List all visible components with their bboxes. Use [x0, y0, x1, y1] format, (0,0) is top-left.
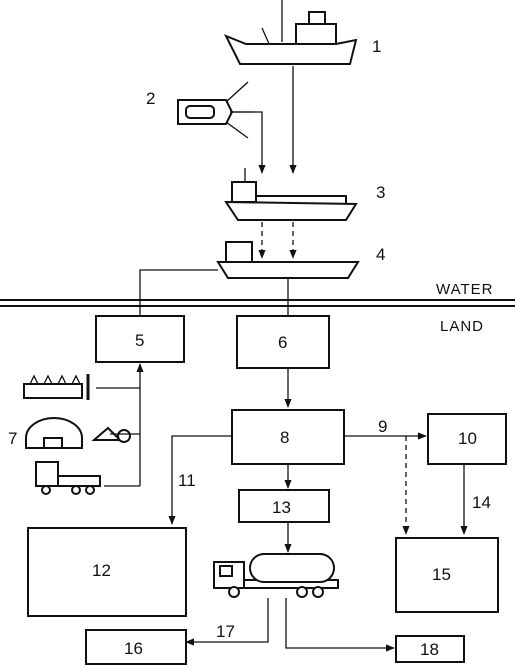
- label-15: 15: [432, 565, 451, 584]
- facility-dome-icon: [26, 418, 82, 448]
- label-13: 13: [272, 498, 291, 517]
- ship-4-icon: [218, 242, 358, 278]
- label-8: 8: [280, 428, 289, 447]
- label-18: 18: [420, 640, 439, 659]
- label-1: 1: [372, 37, 381, 56]
- small-vehicle-icon: [94, 428, 130, 442]
- ship-1-icon: [226, 0, 356, 64]
- label-2: 2: [146, 89, 155, 108]
- label-16: 16: [124, 639, 143, 658]
- label-12: 12: [92, 561, 111, 580]
- water-label: WATER: [436, 281, 494, 298]
- label-7: 7: [8, 429, 17, 448]
- tanker-truck-icon: [214, 554, 338, 597]
- label-10: 10: [458, 429, 477, 448]
- vessel-2-icon: [178, 82, 254, 138]
- land-label: LAND: [440, 318, 484, 335]
- storage-tanks-icon: [24, 374, 88, 400]
- arrow-2-to-3: [232, 112, 262, 173]
- label-9: 9: [378, 417, 387, 436]
- label-11: 11: [178, 471, 196, 490]
- label-5: 5: [135, 331, 144, 350]
- label-6: 6: [278, 333, 287, 352]
- label-4: 4: [376, 245, 385, 264]
- truck-icon: [36, 462, 100, 494]
- label-14: 14: [472, 493, 491, 512]
- line-4-to-5: [140, 270, 218, 316]
- ship-3-icon: [226, 168, 356, 220]
- label-17: 17: [216, 622, 235, 641]
- label-3: 3: [376, 183, 385, 202]
- arrow-tanker-to-18: [286, 598, 394, 648]
